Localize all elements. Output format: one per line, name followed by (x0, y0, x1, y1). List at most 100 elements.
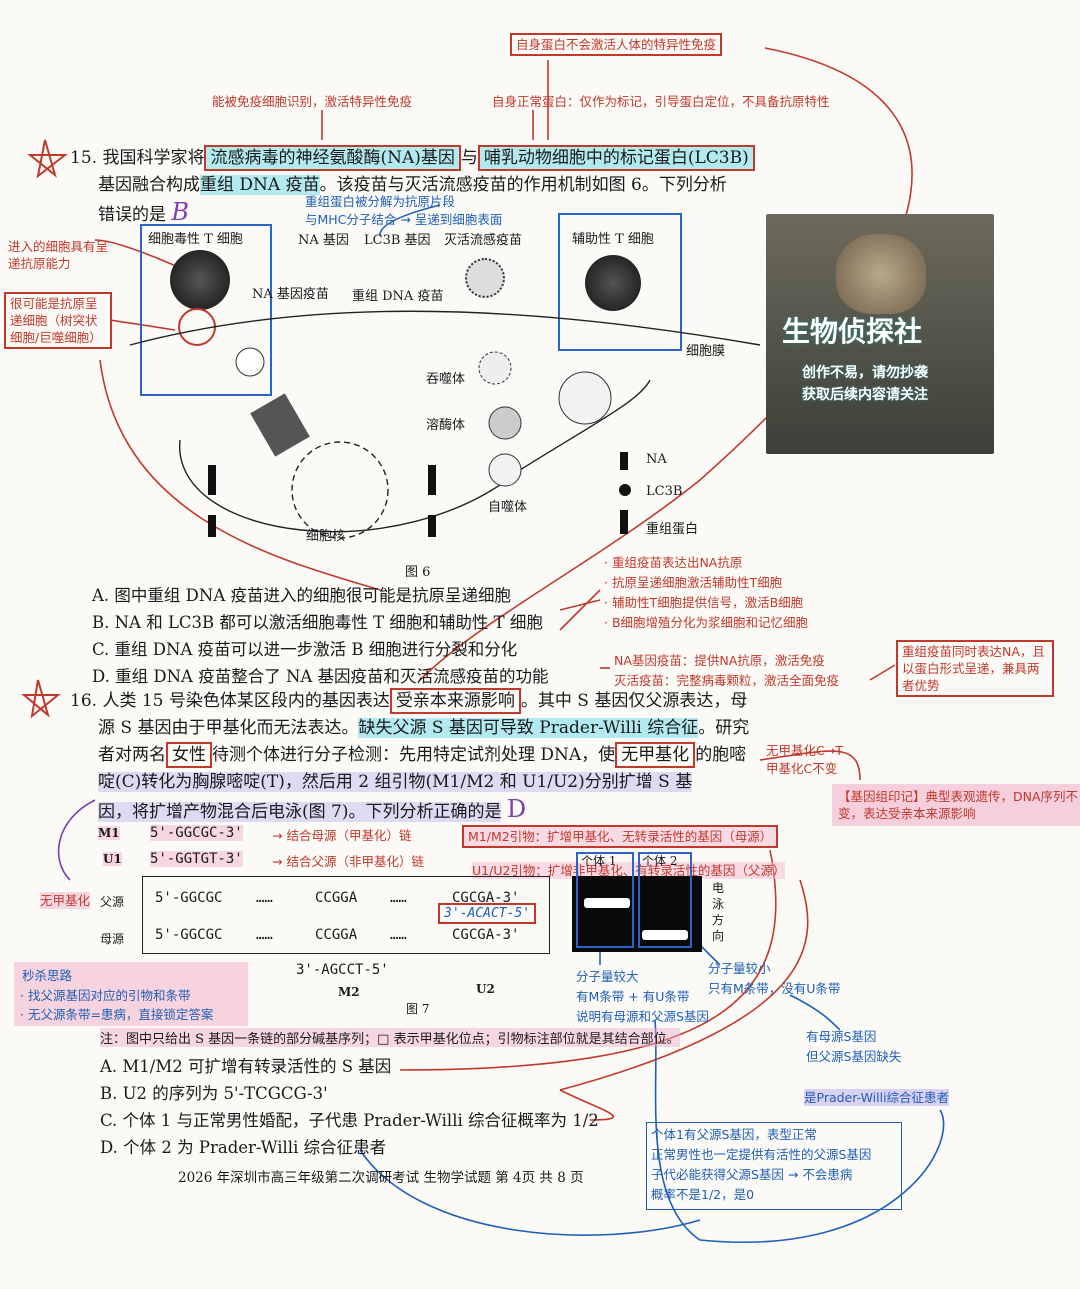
phagosome-label: 吞噬体 (426, 372, 466, 387)
q15-option-a[interactable]: A. 图中重组 DNA 疫苗进入的细胞很可能是抗原呈递细胞 (92, 586, 511, 605)
mat-seq-3: CGCGA-3' (452, 927, 520, 943)
recombinant-vaccine-label: 重组 DNA 疫苗 (352, 289, 444, 304)
explanation-box: 个体1有父源S基因，表型正常 正常男性也一定提供有活性的父源S基因 子代必能获得… (646, 1122, 902, 1210)
chain-note-2: · 抗原呈递细胞激活辅助性T细胞 (604, 575, 783, 590)
handwritten-seq: 3'-ACACT-5' (438, 903, 537, 924)
blue-note-1: 重组蛋白被分解为抗原片段 (305, 194, 456, 209)
strategy-title: 秒杀思路 (22, 968, 73, 983)
legend-lc3b: LC3B (646, 484, 683, 499)
explain-2: 正常男性也一定提供有活性的父源S基因 (651, 1147, 872, 1162)
q15-text: 基因融合构成 (98, 175, 200, 195)
na-vaccine-note: NA基因疫苗：提供NA抗原，激活免疫 (614, 653, 825, 668)
q16-text: 。其中 S 基因仅父源表达，母 (520, 691, 748, 711)
fig7-caption: 图 7 (406, 1002, 430, 1016)
sequence-box (142, 876, 550, 954)
q16-text: 者对两名 (98, 745, 166, 765)
cytotoxic-t-cell-icon (170, 250, 230, 310)
q16-highlight-question: 因，将扩增产物混合后电泳(图 7)。下列分析正确的是 (98, 802, 502, 822)
q15-text: 错误的是 (98, 205, 166, 225)
na-gene-box: 流感病毒的神经氨酸酶(NA)基因 (204, 145, 461, 171)
q16-text: 源 S 基因由于甲基化而无法表达。 (98, 718, 359, 738)
strategy-2: · 无父源条带=患病，直接锁定答案 (20, 1007, 214, 1022)
pat-seq-2: CCGGA (315, 890, 358, 906)
m1-label: M1 (98, 826, 120, 840)
conversion-note-2: 甲基化C不变 (766, 761, 838, 776)
individual-2-box (638, 852, 692, 948)
mw-large-1: 分子量较大 (576, 969, 639, 984)
no-methyl-note: 无甲基化 (40, 892, 91, 909)
chain-note-3: · 辅助性T细胞提供信号，激活B细胞 (604, 595, 804, 610)
pat-dots-2: …… (390, 890, 407, 906)
q16-option-a[interactable]: A. M1/M2 可扩增有转录活性的 S 基因 (100, 1057, 392, 1076)
note-recognize: 能被免疫细胞识别，激活特异性免疫 (212, 94, 413, 109)
q15-option-b[interactable]: B. NA 和 LC3B 都可以激活细胞毒性 T 细胞和辅助性 T 细胞 (92, 613, 543, 632)
q16-option-c[interactable]: C. 个体 1 与正常男性婚配，子代患 Prader-Willi 综合征概率为 … (100, 1111, 599, 1130)
nucleus-label: 细胞核 (306, 529, 346, 544)
na-vaccine-label: NA 基因疫苗 (252, 287, 329, 302)
u2-label: U2 (476, 982, 495, 996)
left-note-1: 进入的细胞具有呈递抗原能力 (8, 239, 109, 271)
na-gene-label: NA 基因 (298, 233, 349, 248)
fig7-note: 注：图中只给出 S 基因一条链的部分碱基序列；□ 表示甲基化位点；引物标注部位就… (100, 1028, 680, 1047)
q16-answer-mark: D (506, 795, 527, 823)
mat-seq-2: CCGGA (315, 927, 358, 943)
q15-option-c[interactable]: C. 重组 DNA 疫苗可以进一步激活 B 细胞进行分裂和分化 (92, 640, 518, 659)
q16-option-d[interactable]: D. 个体 2 为 Prader-Willi 综合征患者 (100, 1138, 387, 1157)
q15-text: 我国科学家将 (102, 148, 205, 168)
m1-seq: 5'-GGCGC-3' (150, 825, 243, 841)
chain-note-4: · B细胞增殖分化为浆细胞和记忆细胞 (604, 615, 809, 630)
helper-t-label: 辅助性 T 细胞 (572, 232, 654, 247)
strategy-box: 秒杀思路 · 找父源基因对应的引物和条带 · 无父源条带=患病，直接锁定答案 (14, 962, 248, 1026)
page-footer: 2026 年深圳市高三年级第二次调研考试 生物学试题 第 4页 共 8 页 (178, 1170, 584, 1186)
q16-text: 的胞嘧 (695, 745, 747, 765)
inactivated-note: 灭活疫苗：完整病毒颗粒，激活全面免疫 (614, 673, 840, 688)
combo-note: 重组疫苗同时表达NA，且以蛋白形式呈递，兼具两者优势 (896, 640, 1054, 697)
m2-label: M2 (338, 985, 360, 999)
electrophoresis-gel (572, 876, 702, 952)
pat-dots-1: …… (256, 890, 273, 906)
q16-text: 待测个体进行分子检测：先用特定试剂处理 DNA，使 (212, 745, 616, 765)
conversion-note-1: 无甲基化C→T (766, 743, 843, 758)
individual-2-label: 个体 2 (642, 854, 678, 868)
mw-large-3: 说明有母源和父源S基因 (576, 1009, 709, 1024)
fig6-caption: 图 6 (405, 565, 431, 580)
note-normal-protein: 自身正常蛋白：仅作为标记，引导蛋白定位，不具备抗原特性 (492, 94, 830, 109)
explain-4: 概率不是1/2，是0 (651, 1187, 755, 1202)
legend-na: NA (646, 452, 667, 467)
ad-card: 生物侦探社 创作不易，请勿抄袭 获取后续内容请关注 (766, 214, 994, 454)
m2-seq: 3'-AGCCT-5' (296, 962, 389, 978)
mw-small-1: 分子量较小 (708, 961, 771, 976)
ad-line-1: 创作不易，请勿抄袭 (802, 365, 928, 381)
pw-patient-note: 是Prader-Willi综合征患者 (804, 1089, 950, 1106)
u1-label: U1 (103, 852, 122, 866)
mat-dots-1: …… (256, 927, 273, 943)
individual-1-box (576, 852, 634, 948)
m1-m2-box: M1/M2引物：扩增甲基化、无转录活性的基因（母源） (462, 825, 779, 848)
q15-option-d[interactable]: D. 重组 DNA 疫苗整合了 NA 基因疫苗和灭活流感疫苗的功能 (92, 667, 549, 686)
ad-title: 生物侦探社 (782, 315, 923, 348)
q15-highlight: 重组 DNA 疫苗 (200, 175, 320, 195)
u1-seq: 5'-GGTGT-3' (150, 851, 243, 867)
cytotoxic-t-box (140, 224, 272, 396)
membrane-label: 细胞膜 (686, 344, 726, 359)
mother-only-2: 但父源S基因缺失 (806, 1049, 902, 1064)
q16-option-b[interactable]: B. U2 的序列为 5'-TCGCG-3' (100, 1084, 328, 1103)
q15-text: 与 (460, 148, 478, 168)
autophagosome-label: 自噬体 (488, 500, 528, 515)
band-large (584, 898, 630, 908)
imprint-note: 【基因组印记】典型表观遗传，DNA序列不变，表达受亲本来源影响 (832, 784, 1080, 826)
lysosome-label: 溶酶体 (426, 418, 466, 433)
left-note-2: 很可能是抗原呈递细胞（树突状细胞/巨噬细胞） (4, 292, 112, 349)
individual-1-label: 个体 1 (581, 854, 617, 868)
electro-direction-label: 电泳方向 (712, 881, 725, 943)
cytotoxic-t-label: 细胞毒性 T 细胞 (148, 232, 243, 247)
q16-box-unmethyl: 无甲基化 (615, 742, 696, 768)
ad-line-2: 获取后续内容请关注 (802, 387, 928, 403)
mat-seq-1: 5'-GGCGC (155, 927, 223, 943)
q15-answer-mark: B (171, 198, 190, 226)
q15-stem: 15. 我国科学家将流感病毒的神经氨酸酶(NA)基因与哺乳动物细胞中的标记蛋白(… (70, 145, 780, 229)
blue-note-2: 与MHC分子结合 → 呈递到细胞表面 (305, 212, 503, 227)
helper-t-box (558, 213, 682, 351)
